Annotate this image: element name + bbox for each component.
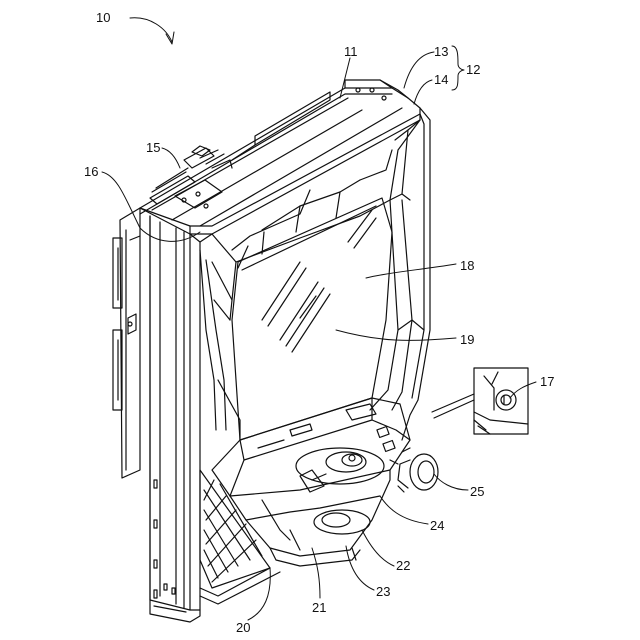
handle-knob	[390, 448, 438, 492]
leader-lines	[102, 18, 536, 620]
label-19: 19	[460, 332, 474, 347]
label-23: 23	[376, 584, 390, 599]
label-16: 16	[84, 164, 98, 179]
label-15: 15	[146, 140, 160, 155]
label-13: 13	[434, 44, 448, 59]
label-14: 14	[434, 72, 448, 87]
label-17: 17	[540, 374, 554, 389]
label-11: 11	[344, 44, 358, 59]
lower-panel	[200, 398, 410, 604]
label-12: 12	[466, 62, 480, 77]
left-side-frame	[113, 208, 200, 622]
top-frame	[140, 80, 420, 234]
glass-panel	[232, 198, 392, 440]
label-25: 25	[470, 484, 484, 499]
label-20: 20	[236, 620, 250, 635]
label-24: 24	[430, 518, 444, 533]
label-18: 18	[460, 258, 474, 273]
key-cylinder-inset	[432, 368, 528, 434]
label-10: 10	[96, 10, 110, 25]
label-21: 21	[312, 600, 326, 615]
label-22: 22	[396, 558, 410, 573]
